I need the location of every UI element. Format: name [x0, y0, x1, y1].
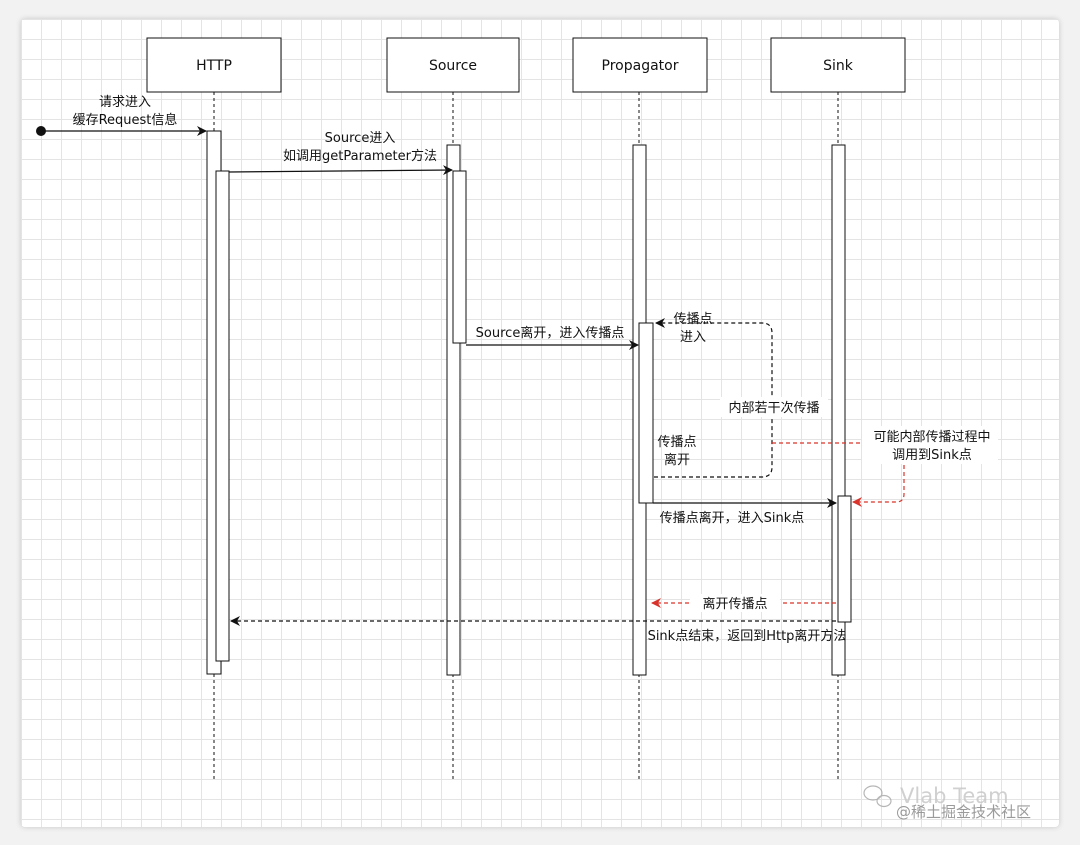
label-request-in-1: 请求进入	[99, 95, 151, 110]
watermark: Vlab Team @稀土掘金技术社区	[863, 784, 1031, 821]
wechat-icon	[863, 785, 892, 808]
label-source-in-2: 如调用getParameter方法	[283, 148, 437, 164]
lifeline-head-http: HTTP	[146, 37, 282, 93]
activation-http-inner	[215, 170, 230, 662]
label-prop-to-sink: 传播点离开，进入Sink点	[660, 510, 805, 526]
label-sink-return: Sink点结束，返回到Http离开方法	[648, 628, 847, 644]
label-source-in-1: Source进入	[325, 131, 396, 146]
label-maybe-call-1: 可能内部传播过程中	[873, 429, 990, 445]
label-prop-leave-1: 传播点	[657, 435, 696, 450]
lifeline-head-propagator: Propagator	[572, 37, 708, 93]
diagram-canvas	[21, 19, 1059, 827]
activation-source-inner	[452, 170, 467, 344]
activation-propagator-inner	[638, 322, 654, 504]
label-leave-prop: 离开传播点	[702, 596, 767, 612]
lifeline-head-source: Source	[386, 37, 520, 93]
watermark-site: @稀土掘金技术社区	[896, 803, 1031, 821]
lifeline-label-http: HTTP	[196, 58, 232, 74]
lifeline-label-propagator: Propagator	[602, 58, 679, 74]
label-prop-leave-2: 离开	[664, 452, 690, 468]
arrow-source-in	[228, 165, 453, 176]
label-internal-loop: 内部若干次传播	[728, 400, 819, 416]
arrow-maybe-call-sink	[772, 442, 905, 507]
watermark-team: Vlab Team	[900, 784, 1009, 808]
label-prop-enter-1: 传播点	[673, 312, 712, 327]
lifeline-head-sink: Sink	[770, 37, 906, 93]
lifeline-label-sink: Sink	[823, 58, 854, 74]
lifeline-label-source: Source	[429, 58, 477, 74]
label-request-in-2: 缓存Request信息	[73, 112, 178, 128]
label-source-leave: Source离开，进入传播点	[476, 325, 625, 341]
label-maybe-call-2: 调用到Sink点	[892, 448, 972, 463]
activation-sink-inner	[837, 495, 852, 623]
label-prop-enter-2: 进入	[680, 330, 706, 345]
